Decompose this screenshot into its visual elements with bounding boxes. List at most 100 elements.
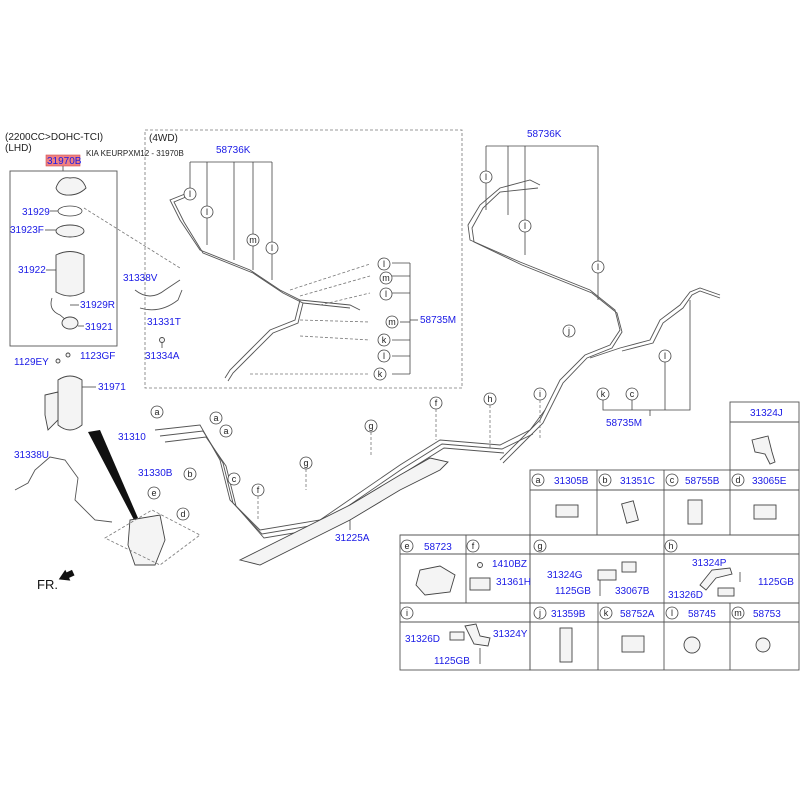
- bolt-icon: [65, 352, 71, 358]
- fuel-line-protector-31225A: [238, 457, 449, 566]
- svg-text:a: a: [223, 426, 228, 436]
- part-31334A[interactable]: 31334A: [145, 351, 180, 362]
- part-58745[interactable]: 58745: [688, 609, 716, 620]
- drive-side: (LHD): [5, 143, 32, 154]
- svg-text:l: l: [206, 207, 208, 217]
- part-1125GB-h[interactable]: 1125GB: [758, 577, 794, 588]
- part-31326D-h[interactable]: 31326D: [668, 590, 703, 601]
- part-31338V[interactable]: 31338V: [123, 273, 158, 284]
- part-31338U[interactable]: 31338U: [14, 450, 49, 461]
- part-31929R[interactable]: 31929R: [80, 300, 115, 311]
- part-58755B[interactable]: 58755B: [685, 476, 720, 487]
- filter-bracket-31971: [57, 375, 83, 431]
- part-1129EY[interactable]: 1129EY: [14, 357, 49, 368]
- callouts-right: l l l j l k c i h f g g f: [251, 170, 672, 497]
- part-31330B[interactable]: 31330B: [138, 468, 173, 479]
- table-row1: a 31305B b 31351C c 58755B d 33065E: [531, 473, 787, 525]
- part-58736K-left[interactable]: 58736K: [216, 145, 251, 156]
- part-31971[interactable]: 31971: [98, 382, 126, 393]
- part-31324P[interactable]: 31324P: [692, 558, 727, 569]
- dash-leaders: [257, 400, 541, 520]
- svg-text:k: k: [601, 389, 606, 399]
- dash-leader: [83, 207, 181, 269]
- part-31324G[interactable]: 31324G: [547, 570, 583, 581]
- filter-element: [55, 224, 85, 238]
- bolt-icon: [55, 358, 61, 364]
- part-31922[interactable]: 31922: [18, 265, 46, 276]
- svg-text:g: g: [537, 541, 542, 551]
- clip-31334A: [159, 337, 165, 343]
- svg-text:m: m: [382, 273, 390, 283]
- part-31225A[interactable]: 31225A: [335, 533, 370, 544]
- svg-text:h: h: [487, 394, 492, 404]
- svg-text:l: l: [271, 243, 273, 253]
- svg-text:a: a: [535, 475, 540, 485]
- svg-text:e: e: [404, 541, 409, 551]
- part-31921[interactable]: 31921: [85, 322, 113, 333]
- pipe-4wd-3: [224, 299, 301, 379]
- part-33065E[interactable]: 33065E: [752, 476, 787, 487]
- svg-text:c: c: [670, 475, 675, 485]
- svg-text:k: k: [604, 608, 609, 618]
- engine-spec: (2200CC>DOHC-TCI): [5, 132, 103, 143]
- pipe-right-4: [621, 290, 721, 352]
- part-58735M-left[interactable]: 58735M: [420, 315, 456, 326]
- svg-text:l: l: [385, 289, 387, 299]
- part-31970B[interactable]: 31970B: [47, 156, 82, 167]
- 4wd-region: [144, 129, 463, 389]
- svg-text:b: b: [187, 469, 192, 479]
- svg-text:f: f: [472, 541, 475, 551]
- part-31310[interactable]: 31310: [118, 432, 146, 443]
- svg-text:c: c: [630, 389, 635, 399]
- dash-outline: [104, 509, 201, 566]
- svg-text:k: k: [378, 369, 383, 379]
- part-1410BZ[interactable]: 1410BZ: [492, 559, 527, 570]
- svg-text:l: l: [664, 351, 666, 361]
- hose-31338V: [134, 279, 181, 297]
- svg-text:l: l: [524, 221, 526, 231]
- part-33067B[interactable]: 33067B: [615, 586, 650, 597]
- svg-text:l: l: [189, 189, 191, 199]
- water-sensor: [61, 316, 79, 330]
- svg-text:i: i: [539, 389, 541, 399]
- svg-text:l: l: [485, 172, 487, 182]
- svg-text:m: m: [249, 235, 257, 245]
- part-31324J[interactable]: 31324J: [750, 408, 783, 419]
- catalog-ref: KIA KEURPXM12 - 31970B: [86, 149, 184, 158]
- pipe-4wd-2: [173, 193, 351, 309]
- parts-table: [399, 401, 800, 671]
- svg-text:f: f: [257, 485, 260, 495]
- part-31331T[interactable]: 31331T: [147, 317, 181, 328]
- svg-text:l: l: [383, 351, 385, 361]
- svg-text:d: d: [735, 475, 740, 485]
- part-58735M-right[interactable]: 58735M: [606, 418, 642, 429]
- fuel-pump-assembly: [127, 514, 166, 566]
- part-1125GB-i[interactable]: 1125GB: [434, 656, 470, 667]
- part-58752A[interactable]: 58752A: [620, 609, 655, 620]
- pipe-right-2: [471, 187, 623, 464]
- svg-text:l: l: [383, 259, 385, 269]
- svg-text:c: c: [232, 474, 237, 484]
- front-arrow-icon: [58, 569, 75, 581]
- part-1125GB-g[interactable]: 1125GB: [555, 586, 591, 597]
- part-58736K-right[interactable]: 58736K: [527, 129, 562, 140]
- part-31359B[interactable]: 31359B: [551, 609, 586, 620]
- bracket: [602, 300, 691, 411]
- callouts-4wd: l l m l l m l m k l k: [183, 187, 399, 381]
- part-31361H[interactable]: 31361H: [496, 577, 531, 588]
- part-31929[interactable]: 31929: [22, 207, 50, 218]
- svg-text:d: d: [180, 509, 185, 519]
- part-31923F[interactable]: 31923F: [10, 225, 44, 236]
- pipe-4wd-1: [169, 191, 361, 311]
- part-58723[interactable]: 58723: [424, 542, 452, 553]
- part-31351C[interactable]: 31351C: [620, 476, 655, 487]
- part-1123GF[interactable]: 1123GF: [80, 351, 115, 362]
- drive-type: (4WD): [149, 133, 178, 144]
- pointer-wedge: [88, 430, 138, 520]
- part-58753[interactable]: 58753: [753, 609, 781, 620]
- svg-text:i: i: [406, 608, 408, 618]
- part-31324Y[interactable]: 31324Y: [493, 629, 528, 640]
- part-31305B[interactable]: 31305B: [554, 476, 589, 487]
- part-31326D-i[interactable]: 31326D: [405, 634, 440, 645]
